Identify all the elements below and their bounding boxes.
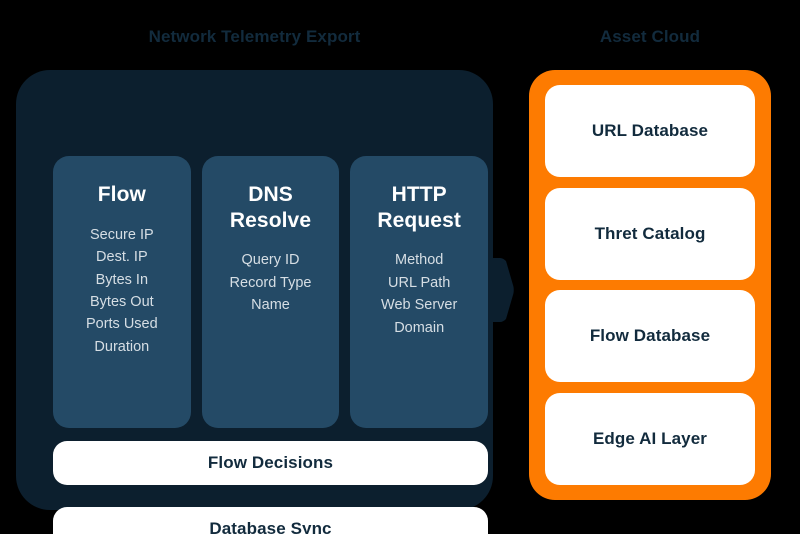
field-item: Dest. IP — [96, 249, 148, 266]
arrow-right-icon — [490, 258, 514, 322]
cloud-card-url-database-label: URL Database — [591, 121, 709, 140]
field-item: Bytes In — [95, 271, 149, 288]
field-item: Method — [394, 252, 444, 269]
network-telemetry-panel: Flow Secure IP Dest. IP Bytes In Bytes O… — [16, 70, 493, 534]
field-item: Duration — [94, 338, 150, 355]
bar-database-sync-label: Database Sync — [209, 519, 332, 534]
left-section-title: Network Telemetry Export — [148, 27, 361, 46]
bar-flow-decisions-label: Flow Decisions — [207, 453, 334, 472]
telemetry-card-dns-resolve[interactable]: DNS Resolve Query ID Record Type Name — [201, 156, 340, 428]
telemetry-columns: Flow Secure IP Dest. IP Bytes In Bytes O… — [53, 156, 489, 428]
telemetry-card-flow-heading: Flow — [97, 183, 146, 206]
asset-cloud-panel: URL Database Thret Catalog Flow Database… — [529, 70, 771, 500]
field-item: URL Path — [388, 274, 451, 291]
telemetry-card-http-request-fields: Method URL Path Web Server Domain — [358, 249, 480, 339]
field-item: Record Type — [229, 274, 312, 291]
bar-flow-decisions[interactable]: Flow Decisions — [53, 441, 488, 485]
cloud-card-flow-database-label: Flow Database — [589, 326, 711, 346]
cloud-card-thret-catalog[interactable]: Thret Catalog — [545, 187, 755, 280]
telemetry-card-dns-resolve-heading: DNS Resolve — [229, 183, 312, 232]
cloud-card-edge-ai-layer-label: Edge AI Layer — [592, 428, 708, 448]
telemetry-card-http-request[interactable]: HTTP Request Method URL Path Web Server … — [350, 156, 489, 428]
cloud-card-flow-database[interactable]: Flow Database — [545, 290, 755, 383]
field-item: Secure IP — [90, 226, 154, 243]
field-item: Ports Used — [85, 316, 158, 333]
field-item: Name — [251, 297, 290, 314]
field-item: Web Server Domain — [381, 297, 458, 336]
cloud-card-url-database[interactable]: URL Database — [545, 85, 755, 177]
right-section-title: Asset Cloud — [599, 27, 701, 46]
field-item: Query ID — [241, 252, 300, 269]
telemetry-card-flow[interactable]: Flow Secure IP Dest. IP Bytes In Bytes O… — [53, 156, 191, 428]
cloud-card-thret-catalog-label: Thret Catalog — [594, 223, 706, 243]
telemetry-card-flow-fields: Secure IP Dest. IP Bytes In Bytes Out Po… — [61, 224, 183, 359]
cloud-card-edge-ai-layer[interactable]: Edge AI Layer — [545, 392, 755, 485]
telemetry-card-http-request-heading: HTTP Request — [377, 183, 461, 232]
bar-database-sync[interactable]: Database Sync — [53, 507, 488, 534]
telemetry-card-dns-resolve-fields: Query ID Record Type Name — [210, 249, 332, 316]
field-item: Bytes Out — [90, 294, 154, 311]
